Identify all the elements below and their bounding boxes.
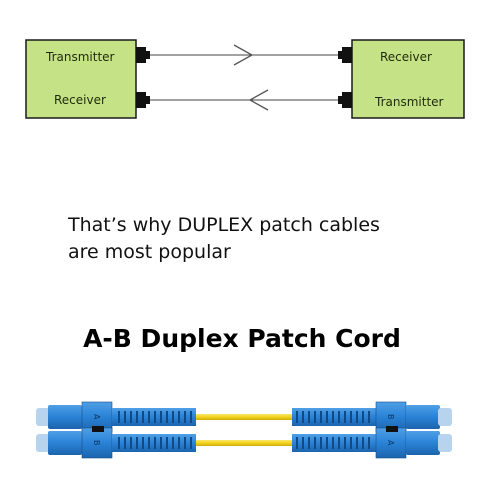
boot-rib	[344, 437, 346, 449]
boot-rib	[172, 411, 174, 423]
duplex-patch-cord-illustration: A B B A	[36, 401, 452, 459]
duplex-statement: That’s why DUPLEX patch cables are most …	[68, 212, 448, 266]
boot-rib	[368, 437, 370, 449]
boot-rib	[302, 437, 304, 449]
statement-line-2: are most popular	[68, 241, 231, 263]
boot-rib	[326, 411, 328, 423]
right-top-plug	[338, 51, 342, 59]
boot-rib	[356, 437, 358, 449]
boot-rib	[124, 437, 126, 449]
left-bottom-letter: B	[92, 440, 101, 446]
right-top-port	[342, 47, 352, 63]
boot-rib	[350, 437, 352, 449]
top-cable	[196, 414, 292, 420]
boot-rib	[142, 437, 144, 449]
right-device-box	[351, 39, 465, 119]
bottom-cable	[196, 440, 292, 446]
boot-rib	[130, 411, 132, 423]
boot-rib	[184, 437, 186, 449]
arrow-left-icon	[248, 89, 269, 111]
right-box-top-label: Receiver	[380, 50, 432, 64]
boot-rib	[338, 411, 340, 423]
boot-rib	[136, 437, 138, 449]
left-bottom-port	[136, 92, 146, 108]
left-top-plug	[146, 51, 150, 59]
boot-rib	[296, 411, 298, 423]
boot-rib	[178, 411, 180, 423]
left-device-box	[25, 39, 137, 119]
right-bottom-plug	[338, 96, 342, 104]
boot-rib	[356, 411, 358, 423]
boot-rib	[178, 437, 180, 449]
boot-rib	[314, 411, 316, 423]
boot-rib	[148, 411, 150, 423]
page-heading: A-B Duplex Patch Cord	[83, 324, 401, 353]
right-bottom-connector: A	[292, 427, 452, 459]
boot-rib	[368, 411, 370, 423]
boot-rib	[184, 411, 186, 423]
boot-rib	[166, 437, 168, 449]
boot-rib	[332, 437, 334, 449]
left-top-connector: A	[36, 401, 196, 433]
boot-rib	[344, 411, 346, 423]
left-top-letter: A	[92, 414, 101, 420]
boot-rib	[190, 437, 192, 449]
boot-rib	[118, 437, 120, 449]
boot-rib	[148, 437, 150, 449]
boot-rib	[332, 411, 334, 423]
left-bottom-plug	[146, 96, 150, 104]
boot-rib	[314, 437, 316, 449]
boot-rib	[320, 437, 322, 449]
left-top-port	[136, 47, 146, 63]
right-bottom-port	[342, 92, 352, 108]
boot-rib	[154, 437, 156, 449]
boot-rib	[130, 437, 132, 449]
right-duplex-clip	[386, 426, 398, 432]
statement-line-1: That’s why DUPLEX patch cables	[68, 214, 380, 236]
boot-rib	[350, 411, 352, 423]
boot-rib	[302, 411, 304, 423]
left-box-top-label: Transmitter	[45, 50, 115, 64]
boot-rib	[308, 411, 310, 423]
boot-rib	[190, 411, 192, 423]
boot-rib	[142, 411, 144, 423]
right-top-letter: B	[386, 414, 395, 420]
boot-rib	[320, 411, 322, 423]
boot-rib	[118, 411, 120, 423]
boot-ribs	[118, 411, 370, 449]
boot-rib	[160, 437, 162, 449]
boot-rib	[362, 411, 364, 423]
boot-rib	[308, 437, 310, 449]
boot-rib	[296, 437, 298, 449]
right-box-bottom-label: Transmitter	[374, 95, 444, 109]
left-box-bottom-label: Receiver	[54, 93, 106, 107]
boot-rib	[326, 437, 328, 449]
arrow-right-icon	[233, 44, 254, 66]
simplex-link-diagram: Transmitter Receiver Receiver Transmitte…	[25, 39, 465, 119]
left-duplex-clip	[92, 426, 104, 432]
right-bottom-letter: A	[386, 440, 395, 446]
boot-rib	[124, 411, 126, 423]
boot-rib	[136, 411, 138, 423]
boot-rib	[172, 437, 174, 449]
boot-rib	[362, 437, 364, 449]
boot-rib	[160, 411, 162, 423]
boot-rib	[166, 411, 168, 423]
boot-rib	[338, 437, 340, 449]
boot-rib	[154, 411, 156, 423]
